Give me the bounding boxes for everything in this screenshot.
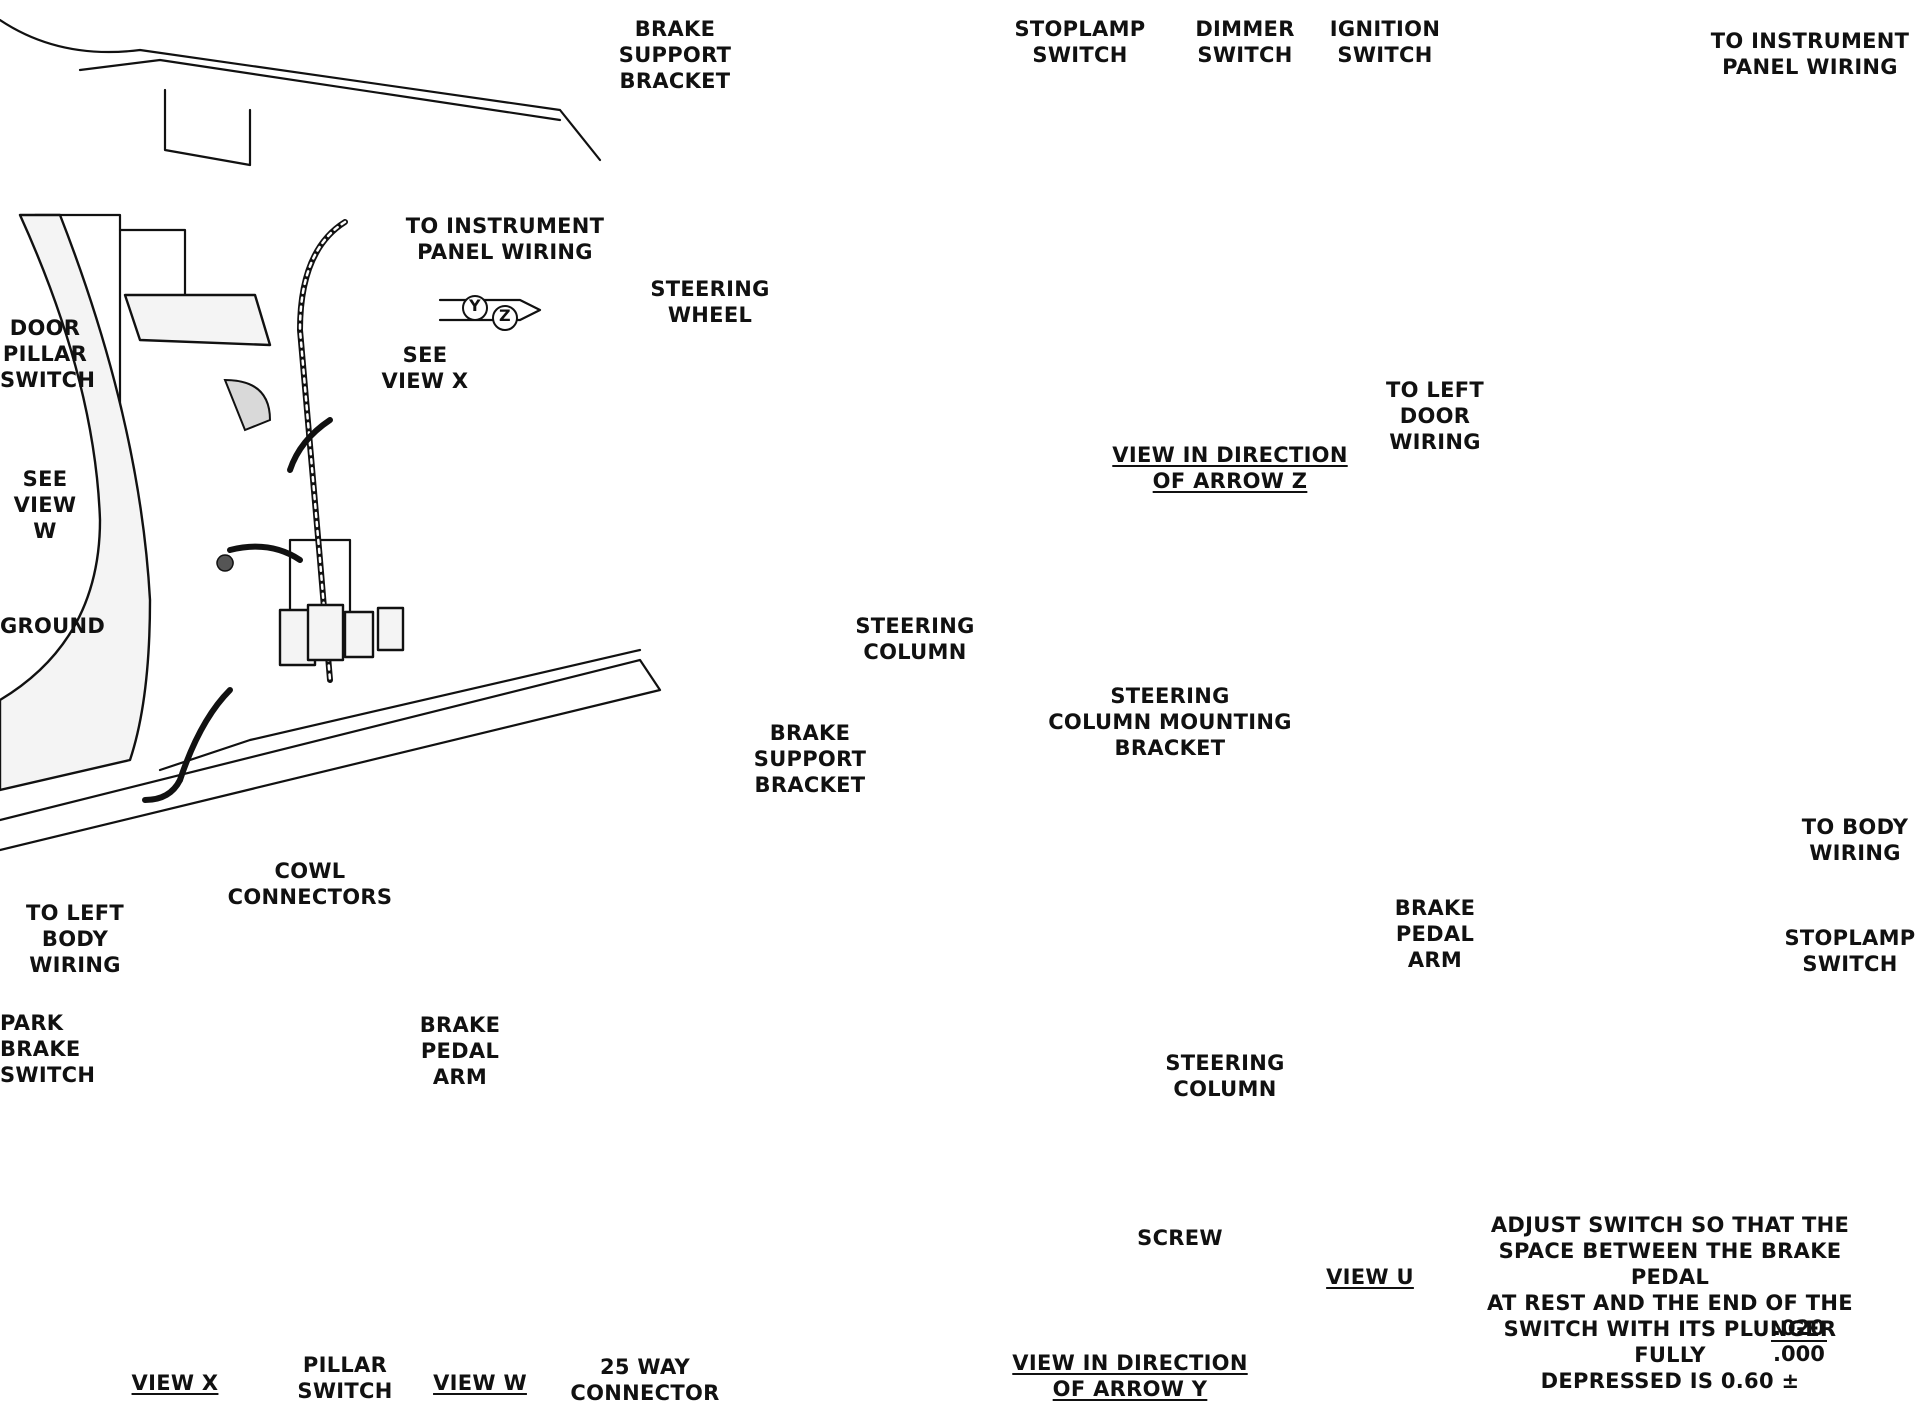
label-ignition-switch: IGNITION SWITCH xyxy=(1329,17,1441,67)
label-steering-wheel: STEERING WHEEL xyxy=(650,277,770,327)
label-view-x: VIEW X xyxy=(131,1371,219,1395)
label-see-view-w: SEE VIEW W xyxy=(13,467,77,543)
label-door-pillar-switch: DOOR PILLAR SWITCH xyxy=(0,316,96,392)
label-adjust-note: ADJUST SWITCH SO THAT THE SPACE BETWEEN … xyxy=(1487,1213,1853,1393)
label-dimmer-switch: DIMMER SWITCH xyxy=(1195,17,1295,67)
label-steering-column-mounting-bracket: STEERING COLUMN MOUNTING BRACKET xyxy=(1048,684,1292,760)
label-view-arrow-y: VIEW IN DIRECTION OF ARROW Y xyxy=(1012,1351,1248,1401)
label-park-brake-switch: PARK BRAKE SWITCH xyxy=(0,1011,96,1087)
label-25-way-connector: 25 WAY CONNECTOR xyxy=(570,1355,720,1405)
label-ground: GROUND xyxy=(0,614,106,638)
label-brake-support-bracket-mid: BRAKE SUPPORT BRACKET xyxy=(753,721,867,797)
label-pillar-switch: PILLAR SWITCH xyxy=(297,1353,393,1403)
label-arrow-y: Y xyxy=(469,296,481,315)
label-arrow-z: Z xyxy=(499,306,511,325)
label-stoplamp-switch-top: STOPLAMP SWITCH xyxy=(1014,17,1146,67)
tolerance-plus: .020 xyxy=(1771,1316,1827,1342)
label-brake-pedal-arm-right: BRAKE PEDAL ARM xyxy=(1394,896,1476,972)
label-to-left-door-wiring: TO LEFT DOOR WIRING xyxy=(1386,378,1484,454)
label-to-left-body-wiring: TO LEFT BODY WIRING xyxy=(26,901,124,977)
left-cowl-illustration xyxy=(0,18,662,852)
tolerance-minus: .000 xyxy=(1773,1342,1825,1366)
label-view-w: VIEW W xyxy=(433,1371,527,1395)
label-to-instrument-panel-wiring-right: TO INSTRUMENT PANEL WIRING xyxy=(1710,29,1910,79)
label-steering-column-mid: STEERING COLUMN xyxy=(1165,1051,1285,1101)
tolerance-fraction: .020 .000 xyxy=(1771,1316,1827,1366)
arrow-yz-symbol xyxy=(438,295,542,331)
label-steering-column-top: STEERING COLUMN xyxy=(855,614,975,664)
label-see-view-x: SEE VIEW X xyxy=(381,343,469,393)
label-view-arrow-z: VIEW IN DIRECTION OF ARROW Z xyxy=(1112,443,1348,493)
label-brake-pedal-arm-mid: BRAKE PEDAL ARM xyxy=(419,1013,501,1089)
label-cowl-connectors: COWL CONNECTORS xyxy=(227,859,393,909)
label-screw: SCREW xyxy=(1137,1226,1223,1250)
label-brake-support-bracket-top: BRAKE SUPPORT BRACKET xyxy=(618,17,732,93)
label-to-instrument-panel-wiring-left: TO INSTRUMENT PANEL WIRING xyxy=(405,214,605,264)
label-view-u: VIEW U xyxy=(1326,1265,1414,1289)
label-to-body-wiring: TO BODY WIRING xyxy=(1801,815,1909,865)
label-stoplamp-switch-right: STOPLAMP SWITCH xyxy=(1784,926,1916,976)
